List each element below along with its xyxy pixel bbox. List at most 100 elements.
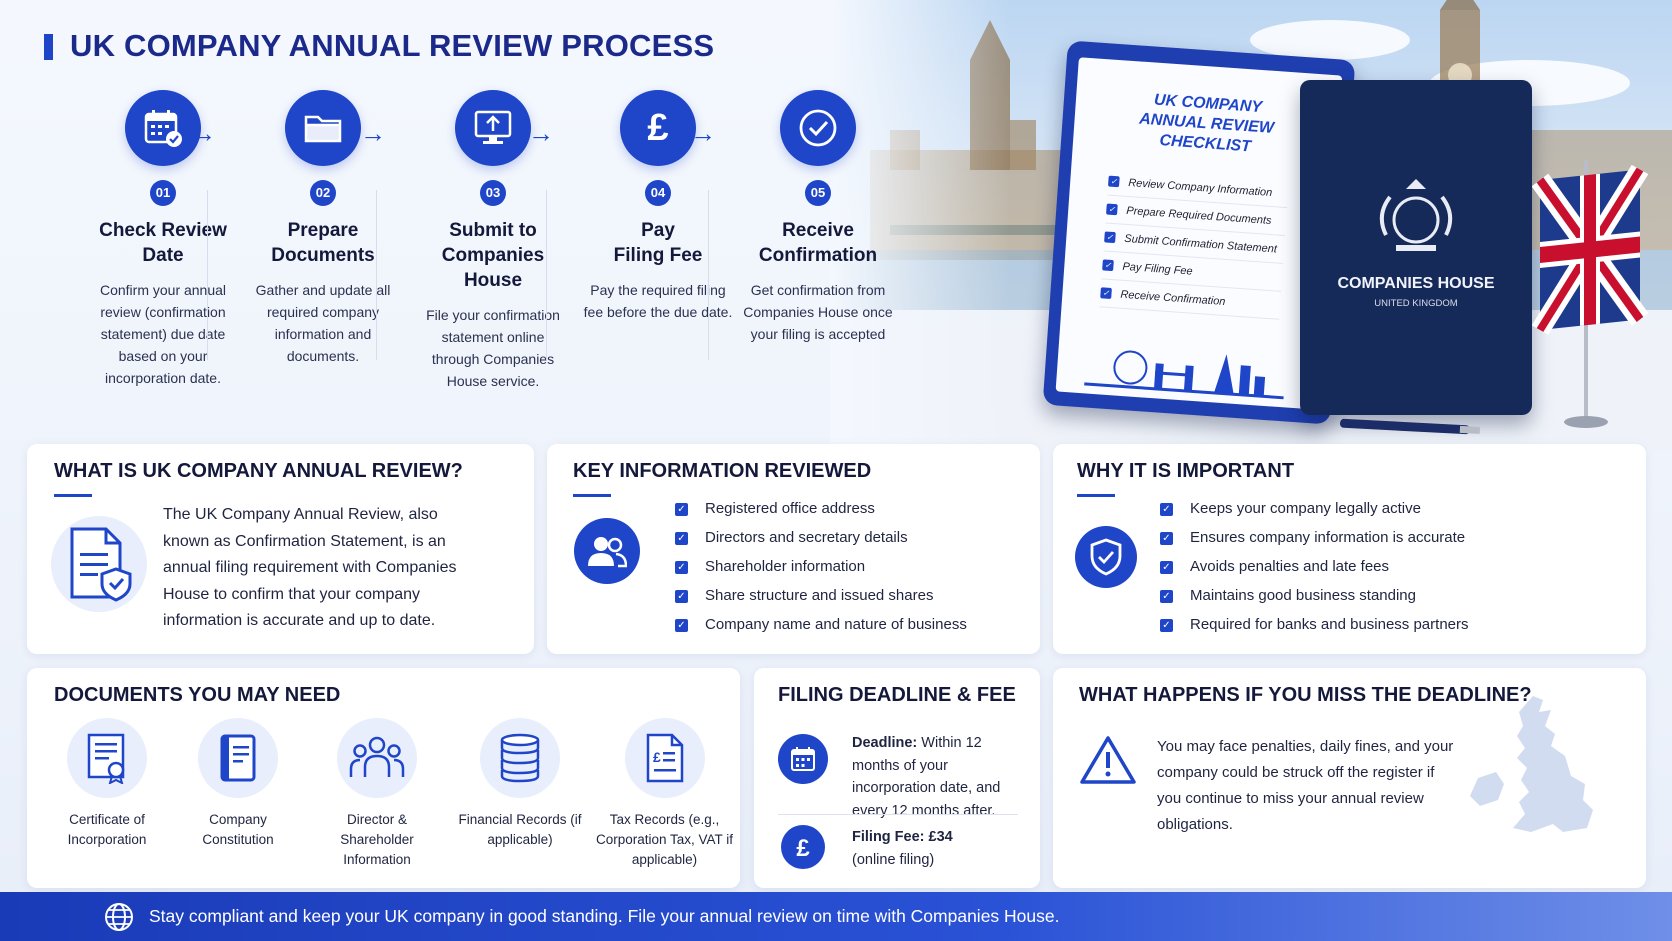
document-item: Company Constitution — [173, 718, 303, 850]
step-divider — [376, 190, 377, 360]
why-important-card: WHY IT IS IMPORTANT ✓Keeps your company … — [1053, 444, 1646, 654]
miss-body: You may face penalties, daily fines, and… — [1157, 738, 1454, 833]
svg-text:£: £ — [647, 107, 668, 149]
key-info-list: ✓Registered office address ✓Directors an… — [675, 498, 967, 643]
card-title: KEY INFORMATION REVIEWED — [573, 460, 872, 482]
what-is-card: WHAT IS UK COMPANY ANNUAL REVIEW? The UK… — [27, 444, 534, 654]
step-number: 02 — [310, 180, 336, 206]
document-item: Director & Shareholder Information — [312, 718, 442, 870]
pound-icon: £ — [796, 835, 810, 861]
deadline-divider — [778, 814, 1018, 815]
london-skyline-icon — [1084, 350, 1284, 400]
check-circle-icon — [799, 109, 837, 147]
list-item: ✓Maintains good business standing — [1160, 585, 1469, 614]
arrow-right-icon: → — [528, 118, 554, 148]
document-label: Certificate of Incorporation — [67, 812, 147, 847]
upload-monitor-icon — [474, 110, 512, 144]
step-description: Gather and update all required company i… — [255, 282, 391, 364]
pound-icon-circle: £ — [781, 825, 825, 869]
svg-text:£: £ — [653, 749, 661, 765]
document-shield-icon — [70, 527, 132, 602]
step-number: 01 — [150, 180, 176, 206]
step-number: 04 — [645, 180, 671, 206]
title-underline — [1077, 494, 1115, 497]
royal-crest-icon — [1379, 179, 1453, 251]
pen-icon — [1340, 418, 1481, 435]
calendar-icon-circle — [778, 734, 828, 784]
title-accent — [44, 34, 53, 60]
document-item: Certificate of Incorporation — [42, 718, 172, 850]
step-description: Pay the required filing fee before the d… — [583, 282, 733, 320]
checklist-title: UK COMPANY ANNUAL REVIEW CHECKLIST — [1138, 91, 1275, 156]
document-label: Financial Records (if applicable) — [458, 812, 582, 847]
step-icon-circle — [455, 90, 531, 166]
union-flag-icon — [1532, 160, 1649, 428]
arrow-right-icon: → — [690, 118, 716, 148]
check-icon: ✓ — [1160, 503, 1173, 516]
step-submit-companies-house: 03 Submit to Companies House File your c… — [418, 90, 568, 392]
check-icon: ✓ — [1160, 532, 1173, 545]
title-underline — [54, 494, 92, 497]
uk-map-icon — [1470, 696, 1593, 832]
footer-banner: Stay compliant and keep your UK company … — [0, 892, 1672, 941]
document-label: Tax Records (e.g., Corporation Tax, VAT … — [595, 812, 734, 867]
step-divider — [546, 190, 547, 360]
list-item: ✓Directors and secretary details — [675, 527, 967, 556]
why-list: ✓Keeps your company legally active ✓Ensu… — [1160, 498, 1469, 643]
people-icon — [588, 537, 627, 568]
footer-text: Stay compliant and keep your UK company … — [149, 906, 1060, 926]
document-item: £ Tax Records (e.g., Corporation Tax, VA… — [592, 718, 737, 870]
icon-bg — [67, 718, 147, 798]
list-item: ✓Registered office address — [675, 498, 967, 527]
icon-bg — [480, 718, 560, 798]
calendar-icon — [791, 747, 815, 771]
list-item: ✓Ensures company information is accurate — [1160, 527, 1469, 556]
step-icon-circle — [125, 90, 201, 166]
step-title: Submit to Companies House — [441, 220, 545, 291]
icon-bg — [198, 718, 278, 798]
coins-stack-icon — [500, 733, 540, 783]
document-item: Financial Records (if applicable) — [455, 718, 585, 850]
deadline-card: FILING DEADLINE & FEE Deadline: Within 1… — [754, 668, 1040, 888]
step-description: Confirm your annual review (confirmation… — [99, 282, 227, 386]
key-info-card: KEY INFORMATION REVIEWED ✓Registered off… — [547, 444, 1040, 654]
step-title: Receive Confirmation — [758, 220, 878, 266]
fee-text: Filing Fee: £34 (online filing) — [852, 829, 953, 868]
check-icon: ✓ — [1104, 231, 1116, 244]
card-title: WHAT IS UK COMPANY ANNUAL REVIEW? — [54, 460, 463, 482]
svg-text:£: £ — [796, 835, 810, 861]
warning-icon — [1080, 736, 1136, 784]
check-icon: ✓ — [675, 503, 688, 516]
check-icon: ✓ — [1160, 619, 1173, 632]
list-item: ✓Keeps your company legally active — [1160, 498, 1469, 527]
step-description: File your confirmation statement online … — [426, 307, 560, 389]
check-icon: ✓ — [675, 619, 688, 632]
check-icon: ✓ — [1102, 259, 1114, 272]
document-label: Company Constitution — [202, 812, 274, 847]
list-item: ✓Shareholder information — [675, 556, 967, 585]
card-title: DOCUMENTS YOU MAY NEED — [54, 684, 341, 706]
list-item: ✓Avoids penalties and late fees — [1160, 556, 1469, 585]
shield-icon-circle — [1075, 526, 1137, 588]
document-label: Director & Shareholder Information — [340, 812, 414, 867]
what-is-body: The UK Company Annual Review, also known… — [163, 506, 457, 629]
checklist-clipboard: UK COMPANY ANNUAL REVIEW CHECKLIST ✓Revi… — [1042, 40, 1356, 425]
step-number: 05 — [805, 180, 831, 206]
step-number: 03 — [480, 180, 506, 206]
booklet-title: COMPANIES HOUSE — [1337, 275, 1495, 292]
check-icon: ✓ — [675, 561, 688, 574]
step-receive-confirmation: 05 Receive Confirmation Get confirmation… — [743, 90, 893, 345]
people-icon-circle — [574, 518, 640, 584]
pound-icon: £ — [647, 107, 668, 149]
card-title: WHY IT IS IMPORTANT — [1077, 460, 1295, 482]
deadline-text: Deadline: Within 12 months of your incor… — [852, 735, 1001, 819]
step-check-review-date: 01 Check Review Date Confirm your annual… — [88, 90, 238, 389]
check-icon: ✓ — [1107, 175, 1120, 188]
list-item: ✓Share structure and issued shares — [675, 585, 967, 614]
tax-document-icon: £ — [646, 733, 683, 783]
page-title: UK COMPANY ANNUAL REVIEW PROCESS — [70, 28, 715, 63]
check-icon: ✓ — [1106, 203, 1118, 216]
book-icon — [220, 734, 256, 782]
booklet-subtitle: UNITED KINGDOM — [1374, 298, 1458, 309]
arrow-right-icon: → — [360, 118, 386, 148]
